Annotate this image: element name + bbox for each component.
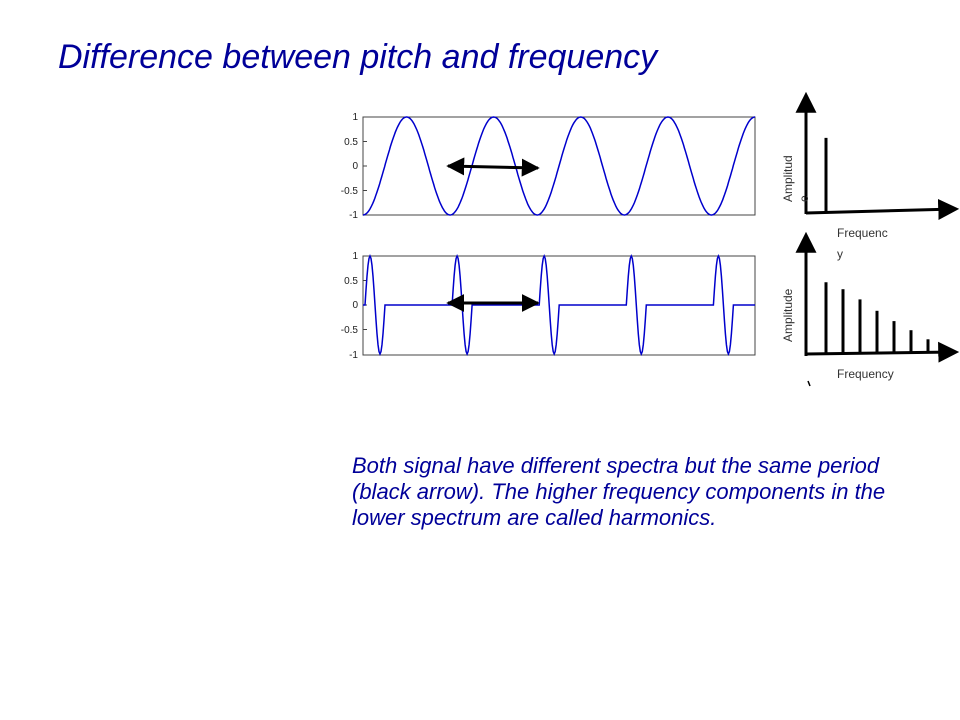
spectrum-bottom-bars (824, 282, 930, 353)
spectrum-top-ylabel: Amplitud (781, 155, 795, 202)
period-arrow-top (446, 157, 540, 177)
stray-mark (807, 380, 811, 387)
ytick-label: 1 (352, 251, 358, 262)
ytick-label: 1 (352, 112, 358, 123)
ytick-label: 0 (352, 161, 358, 172)
spectrum-bottom-xlabel: Frequency (837, 367, 894, 381)
ytick-label: 0 (352, 300, 358, 311)
pulse-series-line (363, 254, 755, 356)
spectrum-top-xlabel: Frequenc (837, 226, 888, 240)
sine-plot: 1 0.5 0 -0.5 -1 (341, 112, 756, 221)
ytick-label: 0.5 (344, 276, 358, 287)
slide-title: Difference between pitch and frequency (58, 38, 658, 76)
spectrum-top-xlabel-cont: y (837, 247, 843, 261)
spectrum-top-ylabel-cont: e (797, 195, 811, 202)
spectrum-top-x-axis (805, 198, 960, 220)
sine-series-line (362, 116, 756, 216)
ytick-label: -1 (349, 350, 358, 361)
spectrum-bottom-ylabel: Amplitude (781, 288, 795, 342)
slide-caption: Both signal have different spectra but t… (352, 453, 886, 530)
spectrum-top: Amplitud e Frequenc y (781, 91, 960, 261)
spectrum-bottom: Amplitude Frequency (781, 231, 960, 387)
pulse-plot: 1 0.5 0 -0.5 -1 (341, 251, 756, 361)
ytick-label: -1 (349, 210, 358, 221)
ytick-label: -0.5 (341, 186, 359, 197)
ytick-label: 0.5 (344, 137, 358, 148)
spectrum-bottom-x-axis (805, 341, 960, 363)
pulse-plot-yticks: 1 0.5 0 -0.5 -1 (341, 251, 367, 361)
ytick-label: -0.5 (341, 325, 359, 336)
